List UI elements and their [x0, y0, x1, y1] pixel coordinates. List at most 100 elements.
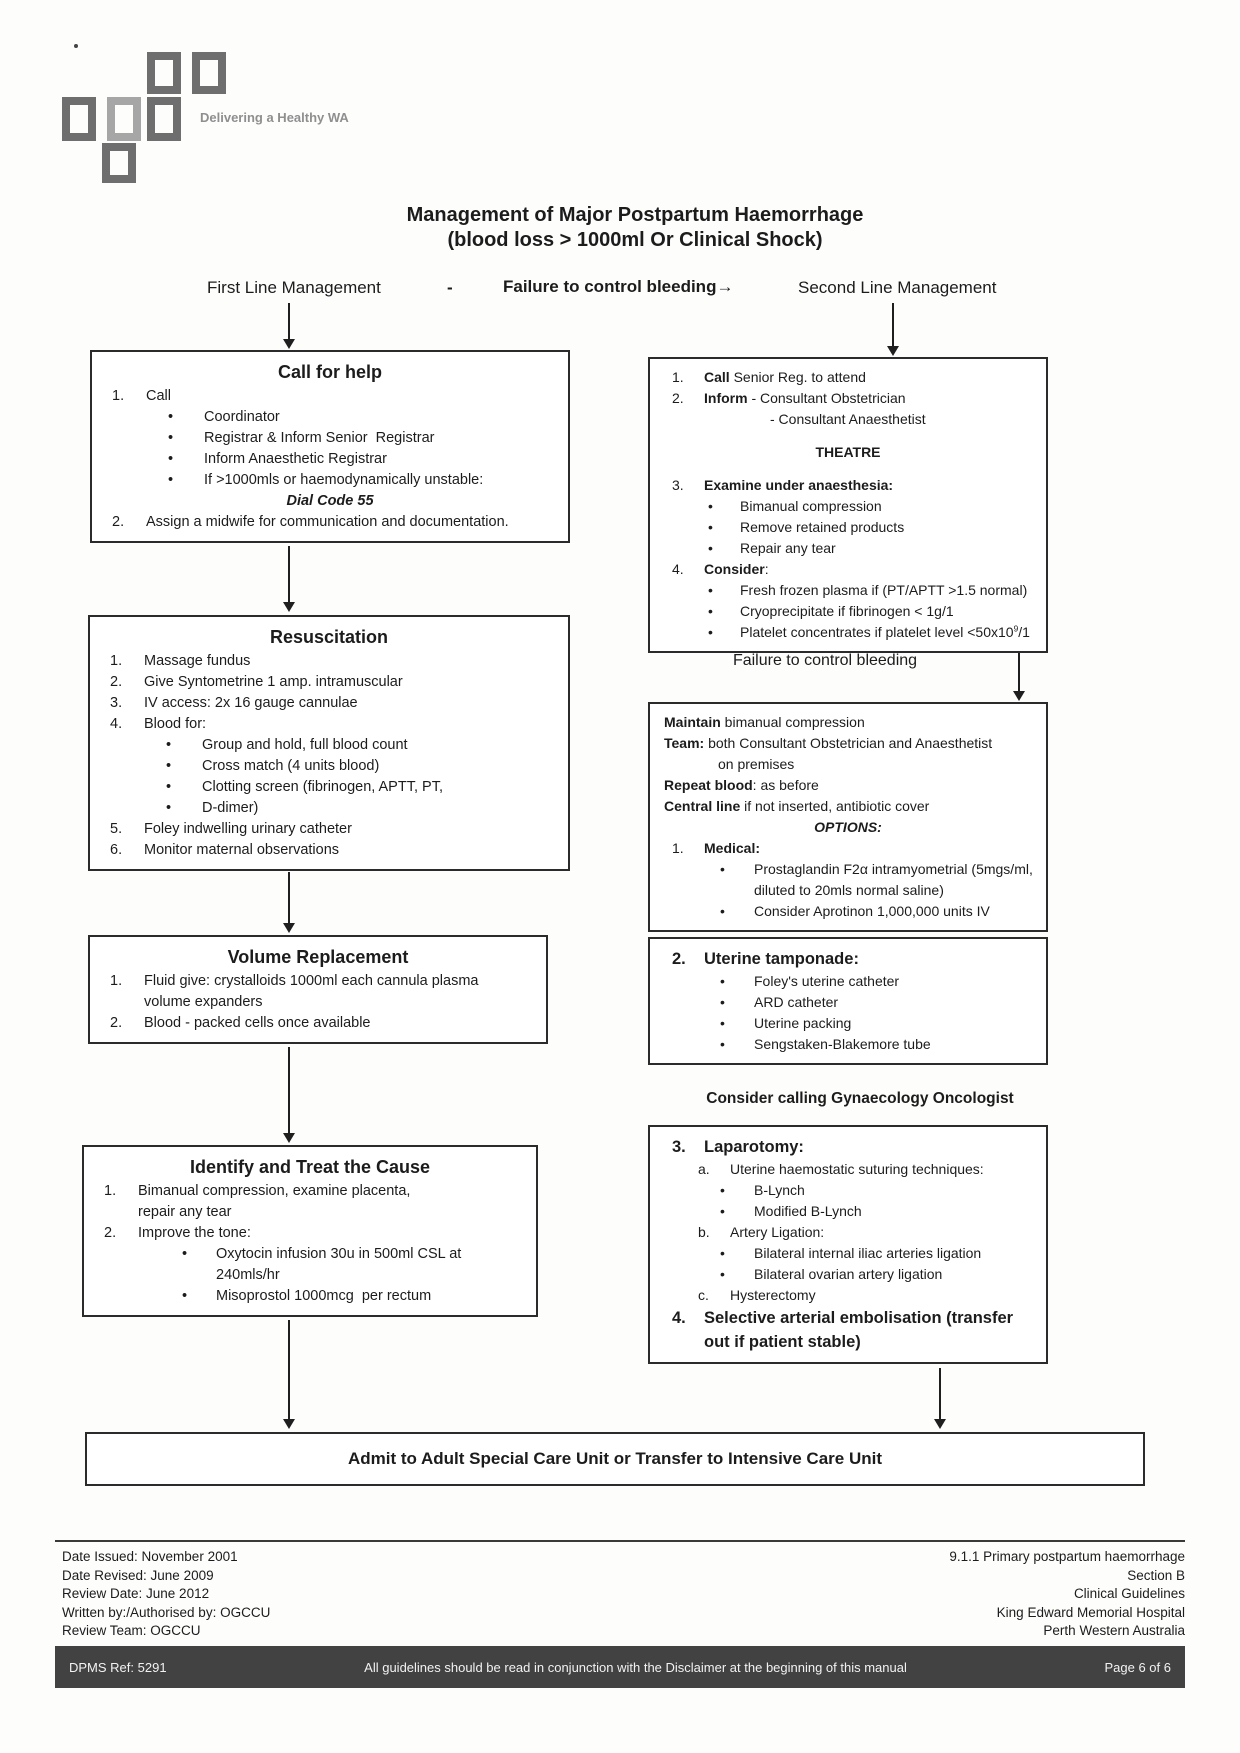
list-text: repair any tear [138, 1204, 232, 1220]
box-title: Identify and Treat the Cause [189, 1157, 431, 1177]
list-text: Uterine haemostatic suturing techniques: [730, 1161, 984, 1177]
list-text: D-dimer) [202, 800, 259, 816]
list-marker: 4. [672, 561, 684, 577]
list-marker: 4. [110, 716, 123, 732]
list-marker: • [182, 1288, 188, 1304]
list-marker: • [720, 1245, 725, 1261]
flow-line: 2.Blood - packed cells once available [98, 1013, 538, 1034]
flow-arrow [283, 872, 295, 933]
header-dash: - [447, 278, 453, 297]
list-text: Coordinator [204, 409, 280, 425]
list-text: Fluid give: crystalloids 1000ml each can… [144, 973, 479, 989]
list-text: Consider: [704, 561, 769, 577]
list-text: Improve the tone: [138, 1225, 251, 1241]
flow-arrow [283, 1320, 295, 1429]
list-marker: • [708, 603, 713, 619]
footer-line: Clinical Guidelines [1073, 1586, 1185, 1601]
list-marker: 1. [672, 840, 684, 856]
logo-square [102, 143, 136, 183]
list-text: OPTIONS: [814, 819, 882, 835]
logo-square [147, 97, 181, 141]
list-text: Selective arterial embolisation (transfe… [704, 1309, 1014, 1327]
flow-line: •Misoprostol 1000mcg per rectum [92, 1286, 528, 1307]
scan-speck [74, 44, 78, 48]
footer-bar-disclaimer: All guidelines should be read in conjunc… [364, 1659, 907, 1675]
flow-line: • Cross match (4 units blood) [98, 756, 560, 777]
header-second-line-label: Second Line Management [798, 278, 997, 297]
list-marker: • [720, 1266, 725, 1282]
flow-line: •Sengstaken-Blakemore tube [658, 1034, 1038, 1055]
list-text: Prostaglandin F2α intramyometrial (5mgs/… [754, 861, 1033, 877]
footer-line: Date Revised: June 2009 [62, 1567, 214, 1583]
list-marker: • [166, 758, 172, 774]
footer-rule [55, 1540, 1185, 1542]
header-first-line-label: First Line Management [207, 278, 381, 297]
list-text: Group and hold, full blood count [202, 737, 408, 753]
list-marker: • [720, 1015, 725, 1031]
list-marker: • [720, 994, 725, 1010]
flow-line: c.Hysterectomy [658, 1285, 1038, 1306]
list-text: Call Senior Reg. to attend [704, 369, 866, 385]
list-marker: 2. [110, 674, 123, 690]
flow-line: •Bilateral internal iliac arteries ligat… [658, 1243, 1038, 1264]
logo-square [107, 97, 141, 141]
flow-line: •Bimanual compression [658, 496, 1038, 517]
flow-line: •Remove retained products [658, 517, 1038, 538]
flow-line: diluted to 20mls normal saline) [658, 880, 1038, 901]
list-marker: • [720, 903, 725, 919]
flow-line: •Repair any tear [658, 538, 1038, 559]
flow-line: • Modified B-Lynch [658, 1201, 1038, 1222]
list-text: Central line if not inserted, antibiotic… [664, 798, 930, 814]
list-marker: a. [698, 1161, 710, 1177]
list-text: out if patient stable) [704, 1333, 861, 1351]
flow-line: •Foley's uterine catheter [658, 971, 1038, 992]
flow-line: - Consultant Anaesthetist [658, 409, 1038, 430]
flow-line: a. Uterine haemostatic suturing technique… [658, 1159, 1038, 1180]
flow-line: • Coordinator [100, 407, 560, 428]
list-text: THEATRE [815, 444, 881, 460]
flow-line: 2. Improve the tone: [92, 1223, 528, 1244]
list-text: Dial Code 55 [286, 493, 374, 509]
list-marker: • [166, 737, 172, 753]
flow-line: • D-dimer) [98, 798, 560, 819]
list-text: Cross match (4 units blood) [202, 758, 380, 774]
admit-box: Admit to Adult Special Care Unit or Tran… [85, 1432, 1145, 1486]
list-text: Modified B-Lynch [754, 1203, 862, 1219]
flow-line: •Clotting screen (fibrinogen, APTT, PT, [98, 777, 560, 798]
list-text: Clotting screen (fibrinogen, APTT, PT, [202, 779, 443, 795]
flow-line: 4.Blood for: [98, 714, 560, 735]
flow-line: •Oxytocin infusion 30u in 500ml CSL at [92, 1244, 528, 1265]
flow-line: 2.Assign a midwife for communication and… [100, 512, 560, 533]
list-text: on premises [718, 756, 795, 772]
list-marker: 2. [112, 514, 125, 530]
list-marker: • [166, 800, 172, 816]
flow-line: 2.Inform - Consultant Obstetrician [658, 388, 1038, 409]
logo-square [192, 52, 226, 94]
list-text: Maintain bimanual compression [664, 714, 865, 730]
footer-line: Perth Western Australia [1043, 1623, 1185, 1638]
box-title: Resuscitation [269, 627, 389, 647]
flow-line: 3.Examine under anaesthesia: [658, 475, 1038, 496]
flow-line: 4. Consider: [658, 559, 1038, 580]
list-marker: • [168, 409, 174, 425]
list-marker: • [720, 1203, 725, 1219]
list-text: Artery Ligation: [730, 1224, 825, 1240]
flow-line: • Group and hold, full blood count [98, 735, 560, 756]
list-text: 240mls/hr [216, 1267, 280, 1283]
flow-line: repair any tear [92, 1202, 528, 1223]
box-uterine-tamponade: 2.Uterine tamponade:•Foley's uterine cat… [648, 937, 1048, 1065]
flow-arrow [887, 303, 899, 356]
list-marker: c. [698, 1287, 709, 1303]
list-text: Examine under anaesthesia: [704, 477, 894, 493]
flow-arrow [934, 1368, 946, 1429]
list-text: IV access: 2x 16 gauge cannulae [144, 695, 358, 711]
list-marker: 4. [672, 1309, 686, 1327]
list-marker: 1. [104, 1183, 117, 1199]
header-failure-label: Failure to control bleeding→ [503, 277, 734, 296]
flow-line: 4. Selective arterial embolisation (trans… [658, 1306, 1038, 1330]
list-text: Cryoprecipitate if fibrinogen < 1g/1 [740, 603, 954, 619]
footer-line: 9.1.1 Primary postpartum haemorrhage [949, 1549, 1185, 1564]
list-marker: 2. [104, 1225, 117, 1241]
list-marker: 1. [110, 973, 123, 989]
